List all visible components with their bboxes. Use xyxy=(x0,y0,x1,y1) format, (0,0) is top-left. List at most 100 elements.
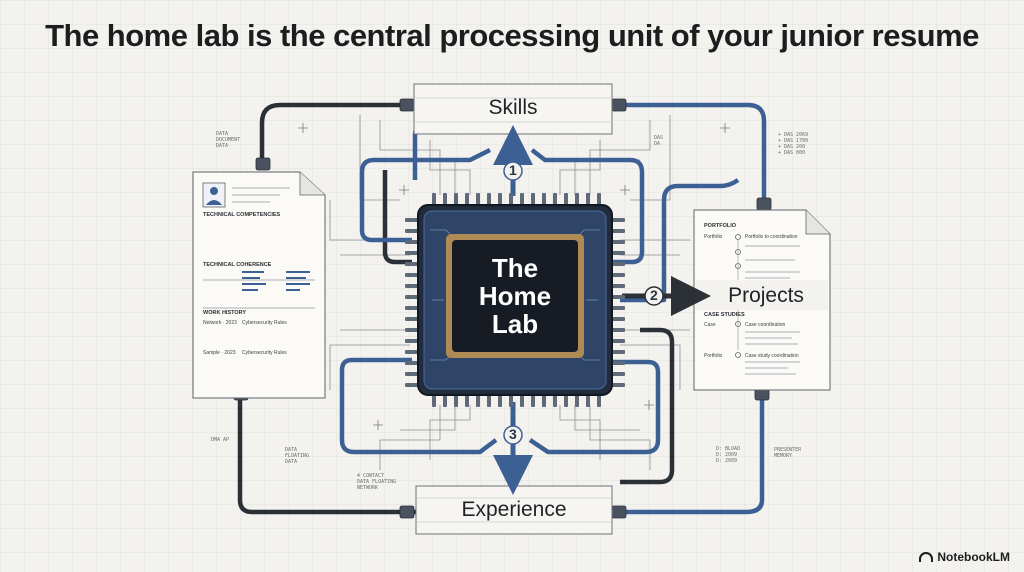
portfolio-document xyxy=(693,209,831,391)
cpu-pin xyxy=(586,394,590,407)
cpu-pin xyxy=(405,240,419,244)
cpu-pin xyxy=(405,328,419,332)
portfolio-item-3-desc: Case study coordination xyxy=(745,353,799,359)
cpu-pin xyxy=(611,251,625,255)
crosshair-marks xyxy=(298,123,730,430)
cpu-pin xyxy=(597,193,601,206)
cpu-pin xyxy=(405,339,419,343)
portfolio-item-3: Portfolio xyxy=(704,353,723,359)
skills-label: Skills xyxy=(488,96,538,119)
cpu-pin xyxy=(611,273,625,277)
step-2-number: 2 xyxy=(650,287,658,303)
notebooklm-logo: NotebookLM xyxy=(919,550,1010,564)
cpu-pin xyxy=(542,394,546,407)
cpu-pin xyxy=(405,273,419,277)
cpu-pin xyxy=(586,193,590,206)
resume-section-work: WORK HISTORY xyxy=(203,310,247,316)
resume-section-coherence: TECHNICAL COHERENCE xyxy=(203,262,272,268)
cpu-pin xyxy=(611,383,625,387)
cpu-pin xyxy=(465,394,469,407)
brand-text: NotebookLM xyxy=(937,550,1010,564)
annotation-top-left: DATA DOCUMENT DATA xyxy=(216,131,241,149)
cpu-pin xyxy=(611,240,625,244)
step-circles xyxy=(503,161,664,445)
resume-entry-a-role: Cybersecurity Rules xyxy=(242,320,287,326)
step-3-number: 3 xyxy=(509,426,517,442)
cpu-pin xyxy=(405,218,419,222)
cpu-pin xyxy=(611,229,625,233)
page-title: The home lab is the central processing u… xyxy=(45,18,979,53)
annotation-skills-side: DAS DA xyxy=(654,135,664,147)
annotation-far-right: PRESENTER MEMORY xyxy=(774,447,802,459)
cpu-pin xyxy=(553,394,557,407)
cpu-pin xyxy=(611,339,625,343)
cpu-pin xyxy=(611,317,625,321)
cpu-pin xyxy=(575,394,579,407)
resume-entry-b-role: Cybersecurity Rules xyxy=(242,350,287,356)
cpu-pin xyxy=(454,193,458,206)
cpu-pin xyxy=(611,372,625,376)
portfolio-item-2: Case xyxy=(704,322,716,328)
cpu-pin xyxy=(509,394,513,407)
cpu-pin xyxy=(611,218,625,222)
experience-label: Experience xyxy=(461,498,567,521)
annotation-bottom-left: DATA FLOATING DATA xyxy=(285,447,310,465)
cpu-pin xyxy=(405,361,419,365)
portfolio-section-portfolio: PORTFOLIO xyxy=(704,223,737,229)
cpu-pin xyxy=(564,193,568,206)
resume-entry-a: Network · 2023 xyxy=(203,320,237,326)
cpu-pin xyxy=(531,394,535,407)
cpu-pin xyxy=(432,394,436,407)
cpu-pin xyxy=(487,193,491,206)
cpu-pin xyxy=(405,306,419,310)
annotation-bottom-right: D: BLOAD D: 2009 D: 2009 xyxy=(716,446,741,464)
portfolio-section-case: CASE STUDIES xyxy=(704,312,745,318)
cpu-pin xyxy=(476,193,480,206)
portfolio-item-1: Portfolio xyxy=(704,234,723,240)
cpu-pin xyxy=(405,251,419,255)
projects-label: Projects xyxy=(728,284,804,307)
cpu-pin xyxy=(520,193,524,206)
cpu-pin xyxy=(405,229,419,233)
cpu-pin xyxy=(465,193,469,206)
cpu-pin xyxy=(443,394,447,407)
cpu-pin xyxy=(476,394,480,407)
portfolio-item-1-desc: Portfolio to coordination xyxy=(745,234,798,240)
cpu-pin xyxy=(611,262,625,266)
cpu-pin xyxy=(611,306,625,310)
blue-wires xyxy=(339,102,767,515)
annotation-left-mid: DMA AP xyxy=(211,437,230,443)
cpu-pin xyxy=(553,193,557,206)
cpu-pin xyxy=(611,361,625,365)
cpu-pin xyxy=(531,193,535,206)
cpu-pin xyxy=(405,317,419,321)
cpu-pin xyxy=(498,394,502,407)
cpu-pin xyxy=(487,394,491,407)
resume-section-competencies: TECHNICAL COMPETENCIES xyxy=(203,212,281,218)
cpu-chip xyxy=(417,204,613,396)
cpu-pin xyxy=(611,295,625,299)
cpu-pin xyxy=(405,383,419,387)
cpu-pin xyxy=(432,193,436,206)
home-lab-label: The Home Lab xyxy=(478,253,552,339)
cpu-pin xyxy=(611,350,625,354)
cpu-pin xyxy=(454,394,458,407)
cpu-pin xyxy=(575,193,579,206)
cpu-pins xyxy=(405,193,625,407)
dark-wires xyxy=(237,102,675,515)
cpu-pin xyxy=(405,284,419,288)
portfolio-item-2-desc: Case coordination xyxy=(745,322,786,328)
notebooklm-icon xyxy=(919,552,934,562)
cpu-pin xyxy=(564,394,568,407)
thin-circuit-traces xyxy=(329,115,690,470)
cpu-pin xyxy=(509,193,513,206)
cpu-pin xyxy=(597,394,601,407)
cpu-pin xyxy=(498,193,502,206)
cpu-pin xyxy=(611,328,625,332)
resume-document xyxy=(192,171,326,399)
cpu-pin xyxy=(405,372,419,376)
cpu-pin xyxy=(405,262,419,266)
resume-entry-b: Sample · 2023 xyxy=(203,350,236,356)
step-1-number: 1 xyxy=(509,162,517,178)
